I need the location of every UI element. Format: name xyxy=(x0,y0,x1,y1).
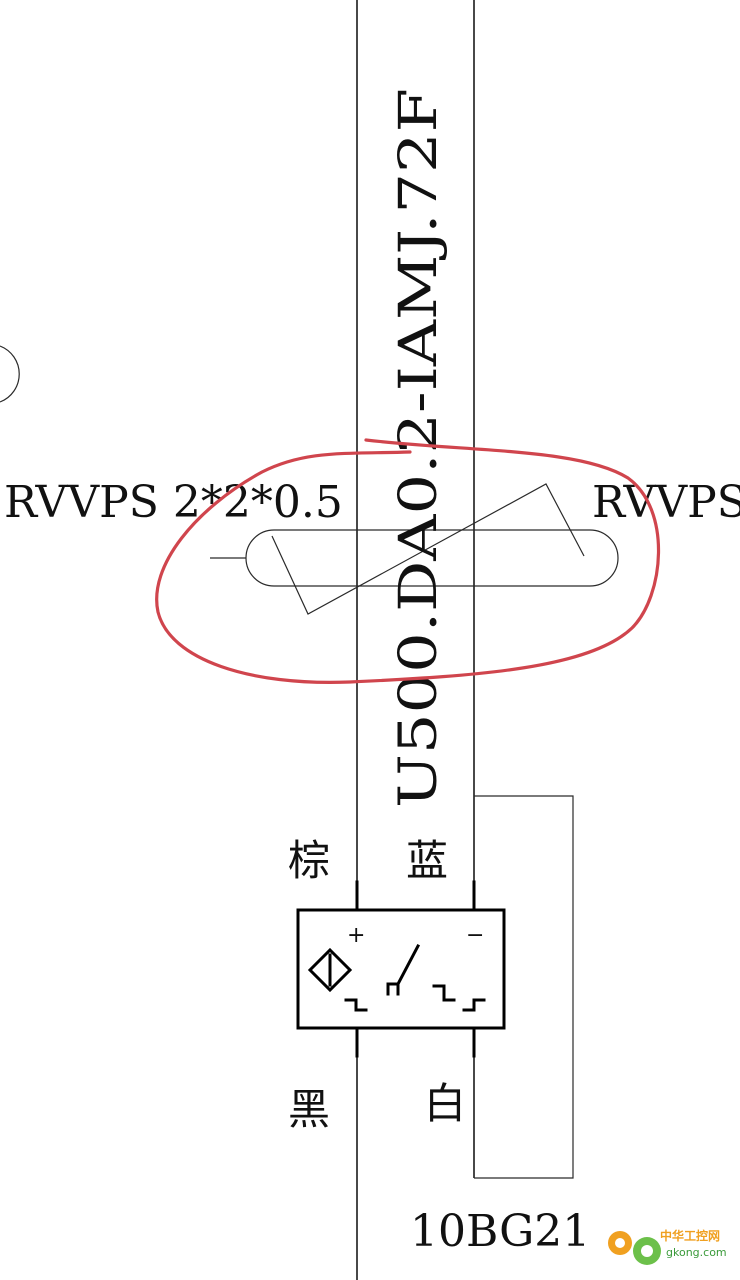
cable-shield-symbol xyxy=(210,483,619,615)
wire-color-blue: 蓝 xyxy=(406,836,448,885)
device-tag: 10BG21 xyxy=(410,1206,590,1257)
annotation-circle xyxy=(155,438,661,685)
wire-return-loop xyxy=(474,795,574,1179)
switch-contact-icon xyxy=(386,943,421,996)
wire-color-black: 黑 xyxy=(288,1085,330,1134)
polarity-plus: + xyxy=(347,923,365,948)
wire-color-brown: 棕 xyxy=(288,836,330,885)
watermark-text: 中华工控网 xyxy=(660,1228,720,1243)
watermark-url: gkong.com xyxy=(666,1246,727,1259)
wire-color-white: 白 xyxy=(424,1079,466,1128)
watermark-logo: 中华工控网 gkong.com xyxy=(608,1228,727,1265)
sensor-diamond-icon xyxy=(307,947,353,993)
polarity-minus: − xyxy=(466,923,484,948)
cable-label-left: RVVPS 2*2*0.5 xyxy=(4,477,343,528)
proximity-sensor: + − xyxy=(296,908,506,1030)
cable-label-right: RVVPS xyxy=(592,477,740,528)
partial-circle-left xyxy=(0,345,20,403)
